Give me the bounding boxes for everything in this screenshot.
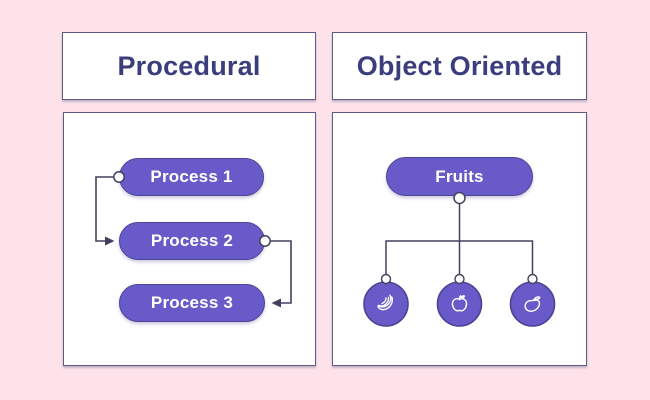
procedural-title: Procedural <box>117 50 261 81</box>
connector-line <box>270 240 292 304</box>
object-oriented-diagram-panel: Fruits <box>332 112 587 366</box>
apple-node-circle <box>436 281 483 327</box>
banana-node-circle <box>363 281 409 327</box>
fruits-root-node: Fruits <box>386 157 533 196</box>
connector-line <box>95 176 114 242</box>
arrowhead-right-icon <box>105 236 115 246</box>
object-oriented-title-panel: Object Oriented <box>332 32 587 100</box>
junction-dot <box>380 273 392 285</box>
apple-icon <box>451 295 468 312</box>
procedural-diagram-panel: Process 1 Process 2 Process 3 <box>63 112 316 366</box>
object-oriented-tree <box>363 191 556 327</box>
banana-icon <box>377 294 393 311</box>
connector-line <box>385 240 534 275</box>
mango-node-circle <box>509 281 556 327</box>
junction-dot <box>527 273 538 285</box>
junction-dot <box>454 273 465 285</box>
process-1-node: Process 1 <box>119 158 264 196</box>
process-3-node: Process 3 <box>119 284 265 322</box>
procedural-title-panel: Procedural <box>62 32 316 100</box>
process-2-node: Process 2 <box>119 222 265 260</box>
mango-icon <box>524 296 541 312</box>
arrowhead-left-icon <box>271 298 281 308</box>
object-oriented-title: Object Oriented <box>356 50 563 81</box>
